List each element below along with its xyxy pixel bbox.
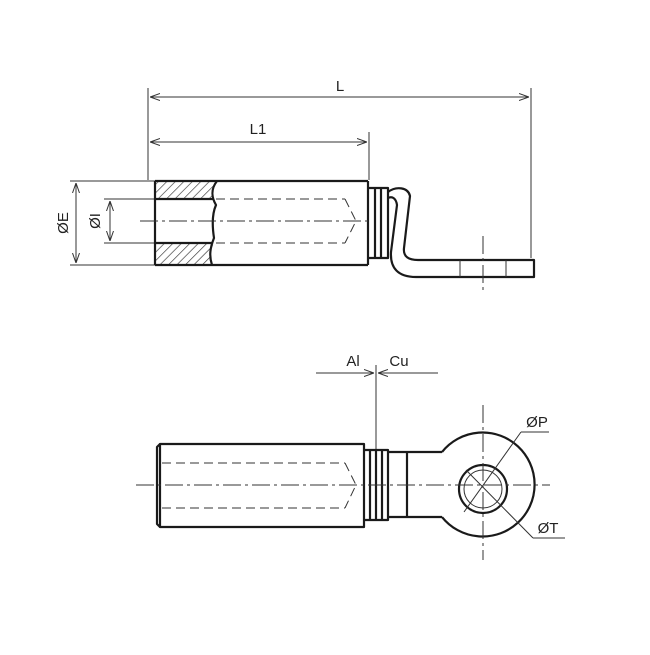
plan-ring <box>441 431 536 538</box>
label-T: ØT <box>538 520 559 537</box>
label-Al: Al <box>346 353 359 370</box>
plan-barrel <box>155 442 366 529</box>
label-Cu: Cu <box>389 353 408 370</box>
section-hatch-top <box>155 182 217 199</box>
label-P: ØP <box>526 414 548 431</box>
material-boundary: Al Cu <box>316 353 438 455</box>
label-E: ØE <box>55 212 72 234</box>
dimension-E: ØE <box>55 180 155 266</box>
plan-view: Al Cu ØP <box>136 353 565 560</box>
label-L1: L1 <box>250 121 267 138</box>
dimension-P: ØP <box>463 414 549 513</box>
dimension-T: ØT <box>465 469 565 539</box>
barrel <box>153 179 370 267</box>
dimension-I: ØI <box>87 198 157 244</box>
dimension-L1: L1 <box>150 121 370 180</box>
label-I: ØI <box>87 213 104 229</box>
label-L: L <box>336 78 344 95</box>
section-hatch-bottom <box>155 243 214 264</box>
side-view: L L1 ØE ØI <box>55 78 536 294</box>
collar <box>368 186 390 260</box>
palm <box>387 187 536 279</box>
dimension-L: L <box>147 78 532 258</box>
